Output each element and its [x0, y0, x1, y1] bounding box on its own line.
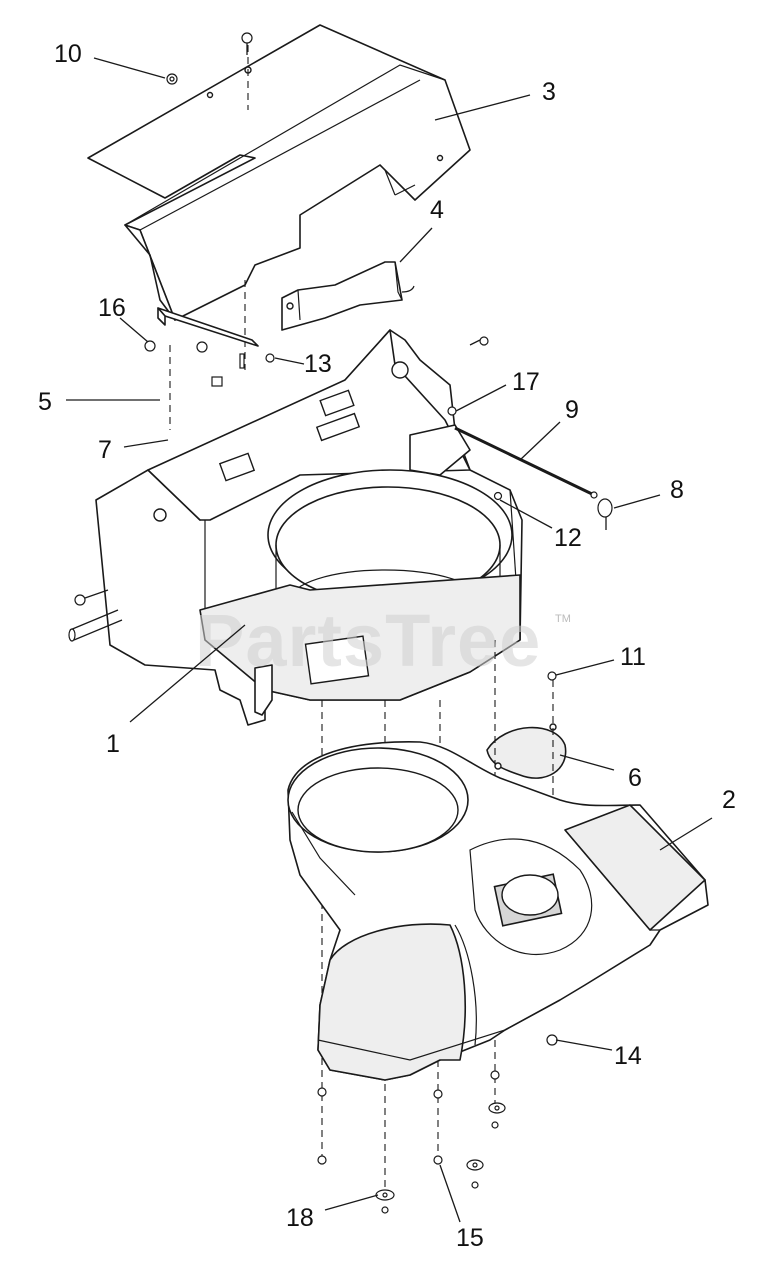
part-10-screw[interactable]: [166, 73, 178, 85]
bolt-icon[interactable]: [74, 589, 109, 606]
callout-7[interactable]: 7: [98, 436, 112, 464]
part-1-fan-housing[interactable]: [95, 329, 523, 726]
callout-15[interactable]: 15: [456, 1224, 484, 1252]
callout-14[interactable]: 14: [614, 1042, 642, 1070]
part-2-lower-housing[interactable]: [287, 741, 709, 1081]
part-18-washer[interactable]: [375, 1189, 395, 1214]
callout-1[interactable]: 1: [106, 730, 120, 758]
callout-16[interactable]: 16: [98, 294, 126, 322]
part-14-nut[interactable]: [546, 1034, 558, 1046]
callout-3[interactable]: 3: [542, 78, 556, 106]
callout-9[interactable]: 9: [565, 396, 579, 424]
callout-6[interactable]: 6: [628, 764, 642, 792]
callout-12[interactable]: 12: [554, 524, 582, 552]
part-12-screw[interactable]: [493, 491, 503, 501]
part-13-bolt[interactable]: [211, 353, 275, 387]
callout-13[interactable]: 13: [304, 350, 332, 378]
part-3-top-cover[interactable]: [87, 24, 471, 321]
washer-icon[interactable]: [466, 1102, 506, 1189]
callout-2[interactable]: 2: [722, 786, 736, 814]
callout-17[interactable]: 17: [512, 368, 540, 396]
callout-10[interactable]: 10: [54, 40, 82, 68]
axle-pin: [68, 609, 123, 642]
svg-text:PartsTree: PartsTree: [195, 599, 541, 682]
part-8-clip[interactable]: [597, 498, 613, 530]
bolt-icon[interactable]: [241, 32, 253, 55]
part-11-screw[interactable]: [547, 671, 557, 681]
leader-lines: [66, 57, 713, 1223]
svg-text:TM: TM: [555, 613, 571, 625]
part-9-rod[interactable]: [454, 426, 598, 499]
watermark: PartsTree TM: [195, 599, 571, 682]
callout-4[interactable]: 4: [430, 196, 444, 224]
callout-8[interactable]: 8: [670, 476, 684, 504]
callout-5[interactable]: 5: [38, 388, 52, 416]
part-15-nut[interactable]: [317, 1070, 500, 1165]
callout-11[interactable]: 11: [620, 643, 646, 671]
part-4-bracket[interactable]: [281, 261, 415, 331]
part-16-nut[interactable]: [144, 340, 208, 353]
callout-18[interactable]: 18: [286, 1204, 314, 1232]
callout-labels: 10 3 4 16 13 5 17 9 7 8 12 11 1 6 2 14 1…: [38, 40, 736, 1252]
part-17-screw[interactable]: [447, 336, 489, 416]
part-6-cover-plate[interactable]: [486, 723, 567, 779]
part-5-strap[interactable]: [157, 307, 259, 347]
